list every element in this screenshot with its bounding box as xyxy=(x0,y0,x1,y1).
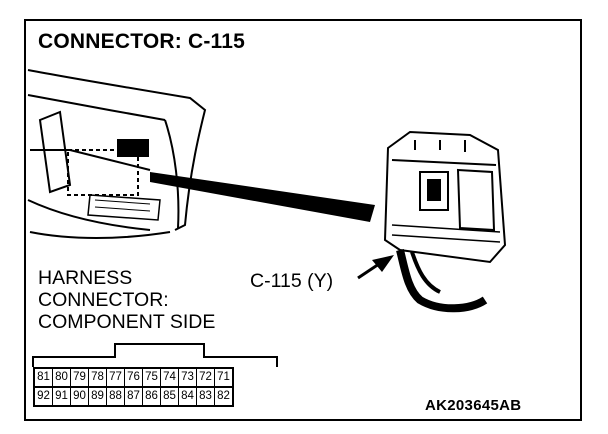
connector-callout: C-115 (Y) xyxy=(250,270,334,292)
harness-label-line: CONNECTOR: xyxy=(38,289,169,311)
pin-cell: 91 xyxy=(52,386,71,407)
pin-cell: 92 xyxy=(33,386,53,407)
pin-grid: 81 80 79 78 77 76 75 74 73 72 71 92 91 9… xyxy=(33,367,234,407)
harness-label-line: COMPONENT SIDE xyxy=(38,311,216,333)
figure-code: AK203645AB xyxy=(425,397,522,414)
pin-cell: 76 xyxy=(124,367,143,388)
pointer-wedge xyxy=(150,172,375,222)
pin-cell: 82 xyxy=(214,386,234,407)
connector-lock-tab xyxy=(32,343,278,367)
pin-cell: 81 xyxy=(33,367,53,388)
pin-row: 92 91 90 89 88 87 86 85 84 83 82 xyxy=(33,386,234,407)
pin-row: 81 80 79 78 77 76 75 74 73 72 71 xyxy=(33,367,234,388)
pin-cell: 71 xyxy=(214,367,234,388)
pin-cell: 85 xyxy=(160,386,179,407)
pin-cell: 86 xyxy=(142,386,161,407)
pin-cell: 75 xyxy=(142,367,161,388)
pin-cell: 72 xyxy=(196,367,215,388)
callout-arrow xyxy=(357,255,394,280)
pin-cell: 80 xyxy=(52,367,71,388)
harness-label: HARNESS CONNECTOR: COMPONENT SIDE xyxy=(38,267,215,333)
pin-cell: 90 xyxy=(70,386,89,407)
pin-cell: 89 xyxy=(88,386,107,407)
pin-cell: 74 xyxy=(160,367,179,388)
pin-cell: 83 xyxy=(196,386,215,407)
pin-cell: 79 xyxy=(70,367,89,388)
pin-cell: 87 xyxy=(124,386,143,407)
control-module-illustration xyxy=(383,130,507,313)
diagram-title: CONNECTOR: C-115 xyxy=(38,30,246,53)
dashboard-illustration xyxy=(27,69,207,239)
pin-cell: 78 xyxy=(88,367,107,388)
pin-cell: 73 xyxy=(178,367,197,388)
pin-cell: 84 xyxy=(178,386,197,407)
harness-label-line: HARNESS xyxy=(38,267,133,289)
pin-cell: 88 xyxy=(106,386,125,407)
pin-cell: 77 xyxy=(106,367,125,388)
